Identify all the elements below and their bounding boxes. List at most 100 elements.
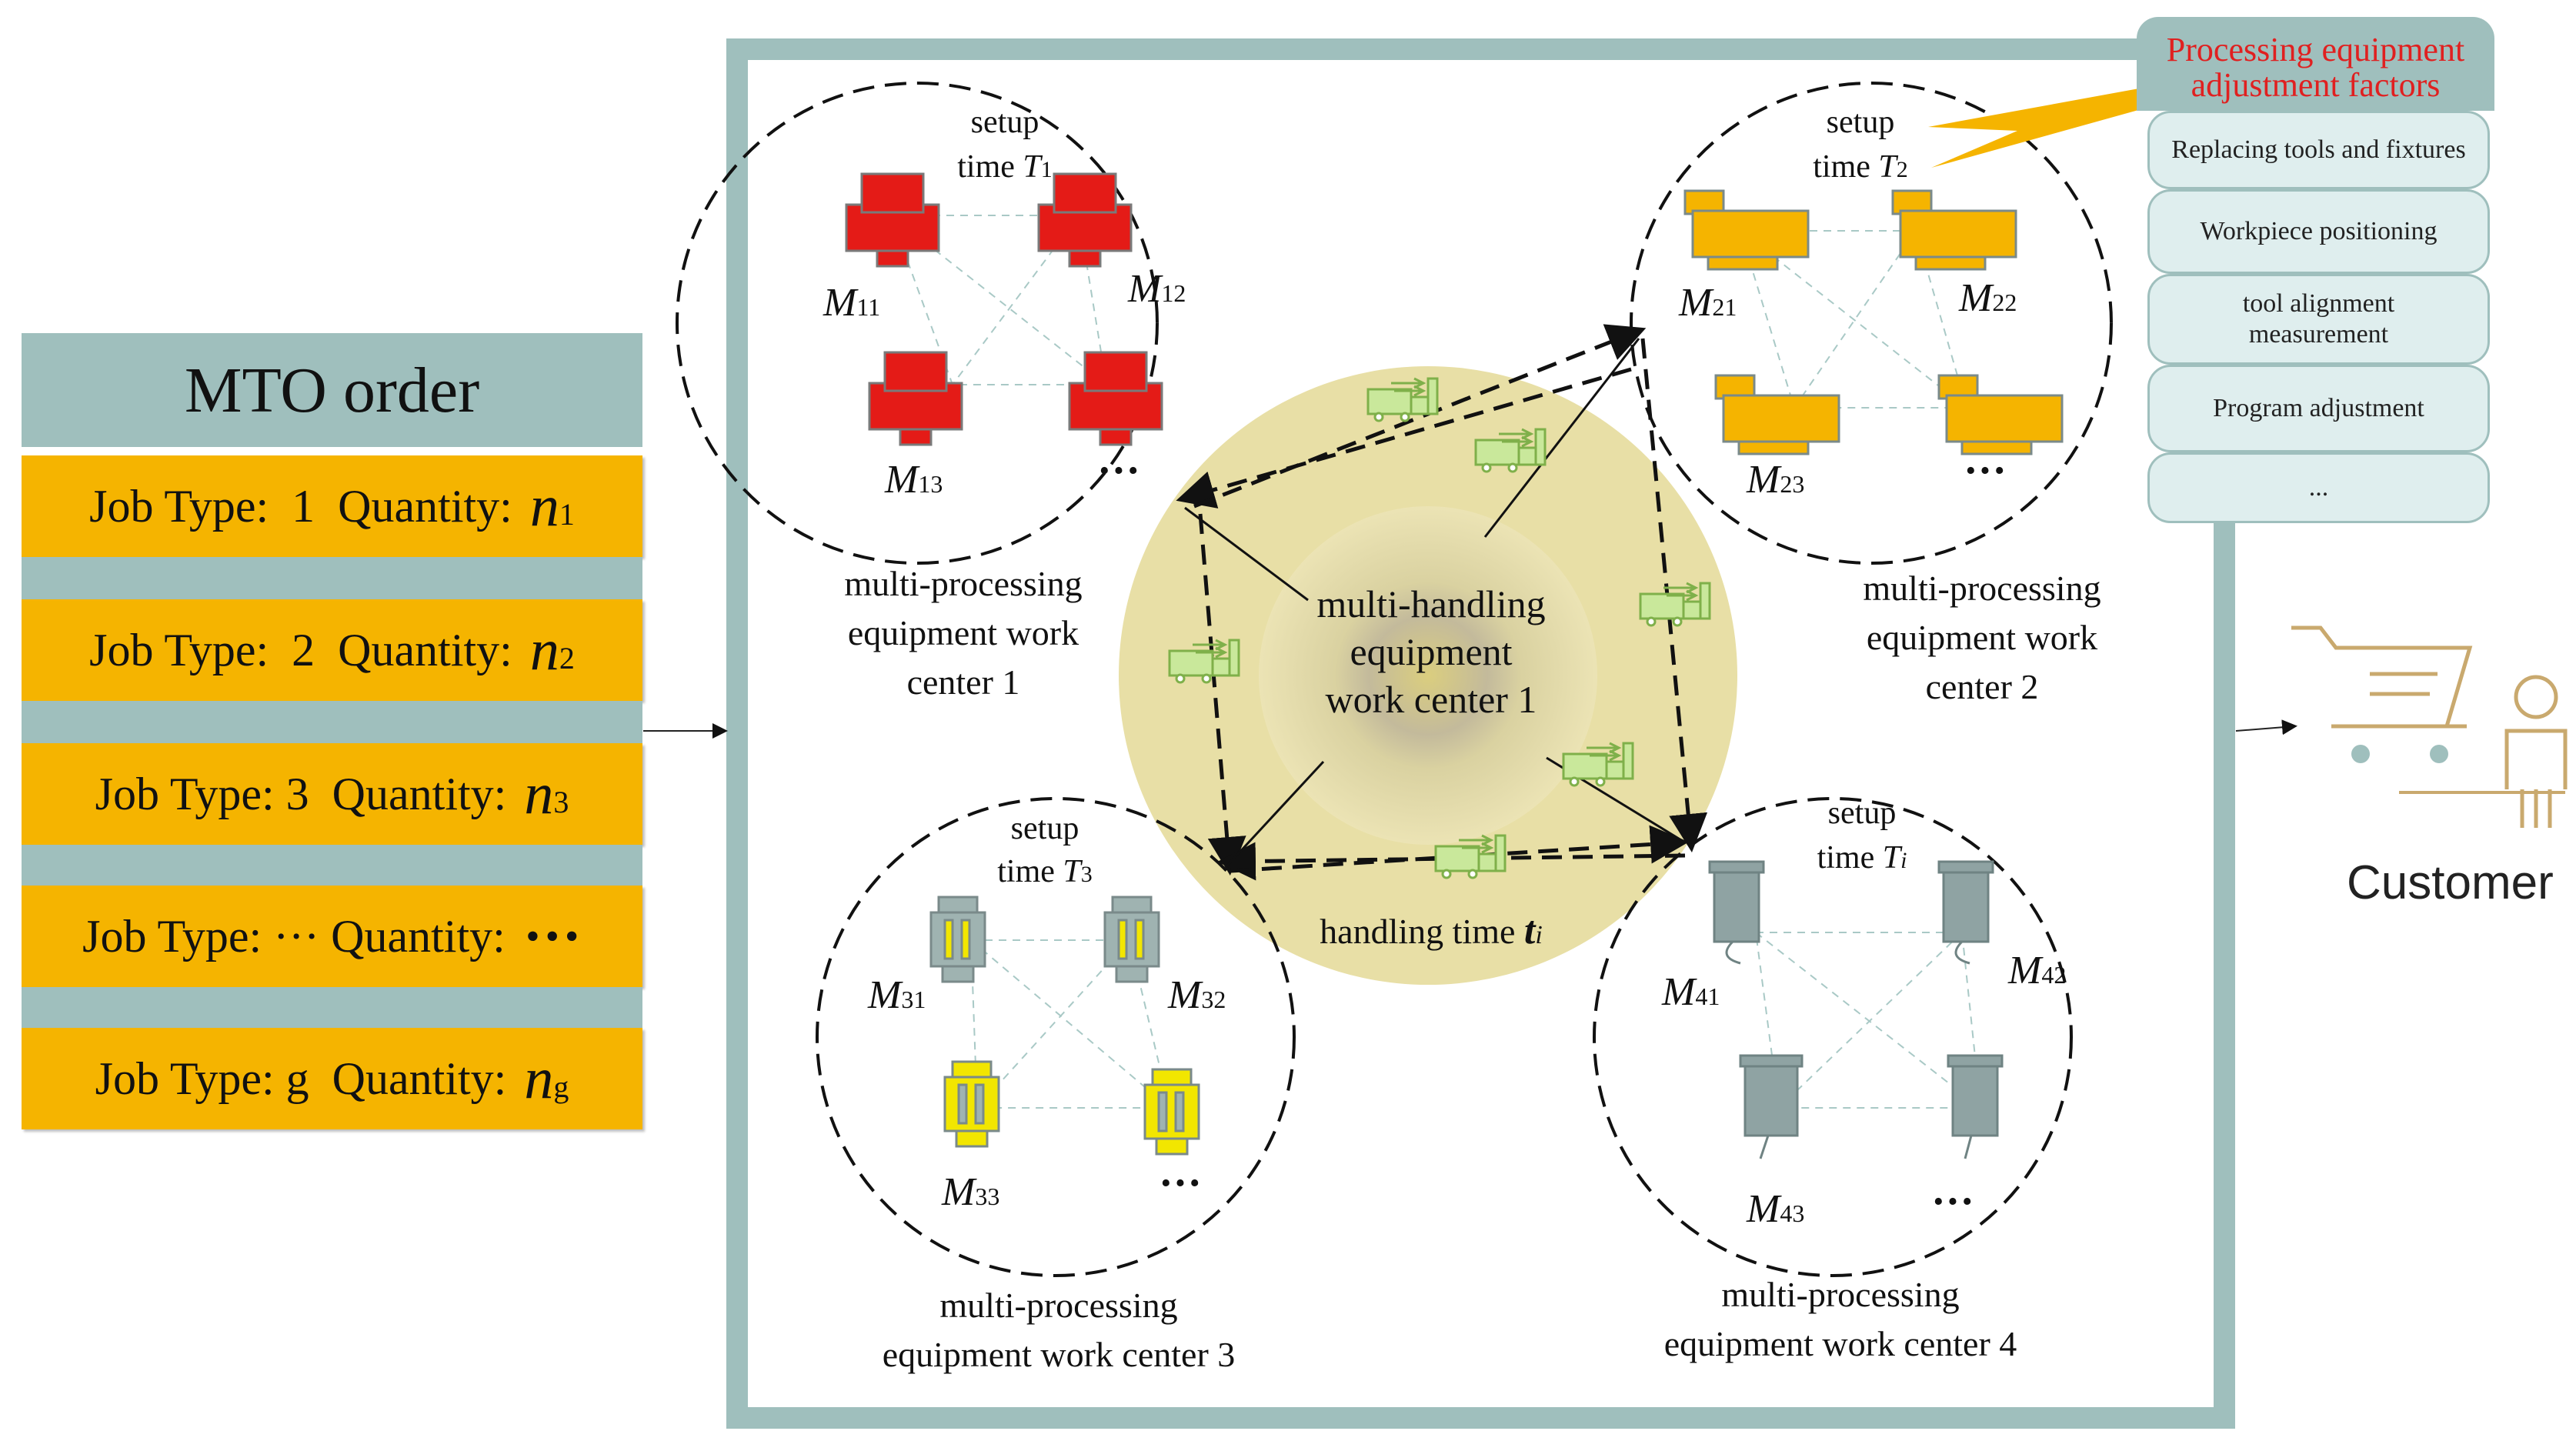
machine-label-M21: M21 — [1678, 281, 1737, 325]
wc4-T: T — [1883, 840, 1903, 876]
wc3-more-machines: ··· — [1159, 1159, 1202, 1207]
machine-gray-icon — [929, 896, 986, 983]
order-row-2-text: Job Type: 2 Quantity: — [89, 624, 524, 675]
order-gap — [22, 987, 642, 1029]
m33-M: M — [941, 1170, 977, 1214]
machine-label-M22: M22 — [1958, 276, 2017, 320]
m31-M: M — [867, 973, 903, 1017]
m21-M: M — [1678, 281, 1714, 325]
wc2-T-sub: 2 — [1897, 157, 1908, 182]
m32-M: M — [1167, 973, 1203, 1017]
machine-orange-icon — [1891, 189, 2017, 271]
handling-arrow-2-to-1 — [1176, 367, 1632, 509]
handling-link-2 — [1483, 338, 1640, 538]
wc2-setup-time: time T2 — [1813, 149, 1908, 185]
wc3-time-word: time — [997, 854, 1063, 889]
machine-red-icon — [1037, 172, 1133, 268]
m41-sub: 41 — [1695, 982, 1720, 1010]
order-row-4: Job Type: ··· Quantity: ··· — [22, 886, 642, 987]
order-gap — [22, 701, 642, 743]
cart-wheel-icon — [2430, 745, 2448, 763]
machine-gray-icon — [1708, 860, 1765, 965]
order-row-2-n: n — [529, 617, 559, 682]
m33-sub: 33 — [975, 1182, 999, 1210]
factor-callout-spike — [1928, 88, 2147, 168]
order-row-5-n: n — [524, 1046, 554, 1111]
m12-sub: 12 — [1161, 279, 1186, 307]
handling-time-sub: i — [1535, 921, 1542, 949]
order-row-2-sub: 2 — [559, 640, 575, 675]
work-center-4-boundary — [1593, 797, 2073, 1277]
wc1-T: T — [1023, 149, 1043, 185]
wc3-setup: setup — [1011, 811, 1079, 846]
machine-gray-icon — [1739, 1054, 1804, 1159]
wc4-label-line-2: equipment work center 4 — [1664, 1324, 2017, 1363]
wc3-setup-time: time T3 — [997, 854, 1093, 889]
m41-M: M — [1661, 970, 1697, 1014]
machine-gray-icon — [1937, 860, 1994, 965]
wc4-setup: setup — [1828, 796, 1897, 831]
m22-M: M — [1958, 276, 1994, 320]
handling-label-line-1: multi-handling — [1316, 582, 1545, 625]
wc1-setup: setup — [971, 105, 1039, 140]
machine-gray-icon — [1103, 896, 1160, 983]
m42-sub: 42 — [2041, 961, 2066, 989]
adjustment-factors-title: Processing equipment adjustment factors — [2137, 17, 2494, 111]
wc4-T-sub: i — [1900, 848, 1907, 873]
machine-label-M42: M42 — [2007, 949, 2066, 992]
wc4-setup-time: time Ti — [1817, 840, 1907, 876]
handling-core — [1259, 506, 1597, 845]
wc2-label-line-3: center 2 — [1926, 667, 2039, 706]
wc2-time-word: time — [1813, 149, 1878, 185]
m21-sub: 21 — [1712, 293, 1737, 321]
machine-yellow-icon — [943, 1060, 1000, 1148]
wc1-setup-time: time T1 — [957, 149, 1053, 185]
m11-M: M — [823, 281, 859, 325]
machine-label-M13: M13 — [884, 458, 943, 502]
machine-orange-icon — [1714, 374, 1840, 455]
m22-sub: 22 — [1992, 289, 2017, 316]
m23-M: M — [1746, 458, 1782, 502]
factor-item: Replacing tools and fixtures — [2147, 111, 2490, 189]
m11-sub: 11 — [856, 293, 880, 321]
wc2-label-line-2: equipment work — [1867, 618, 2097, 657]
wc3-T-sub: 3 — [1081, 862, 1093, 887]
cart-wheel-icon — [2351, 745, 2370, 763]
order-row-5-sub: g — [553, 1069, 569, 1104]
factor-item: ... — [2147, 452, 2490, 523]
m13-M: M — [884, 458, 920, 502]
wc2-more-machines: ··· — [1964, 447, 2007, 495]
machine-red-icon — [1068, 351, 1163, 446]
handling-time-sym: t — [1524, 909, 1537, 952]
m43-M: M — [1746, 1187, 1782, 1231]
machine-label-M41: M41 — [1661, 970, 1720, 1014]
machine-orange-icon — [1937, 374, 2064, 455]
machine-yellow-group — [929, 896, 1200, 1156]
wc2-setup: setup — [1827, 105, 1895, 140]
machine-yellow-icon — [1143, 1068, 1200, 1156]
order-row-1-text: Job Type: 1 Quantity: — [89, 480, 524, 532]
handling-time-text: handling time — [1320, 912, 1524, 951]
wc4-label-line-1: multi-processing — [1721, 1275, 1959, 1314]
handling-link-1 — [1184, 506, 1309, 602]
mto-order-title: MTO order — [22, 333, 642, 447]
handling-arrow-2-to-4 — [1640, 338, 1708, 852]
m31-sub: 31 — [901, 986, 926, 1013]
machine-orange-icon — [1683, 189, 1810, 271]
handling-time-label: handling time ti — [1320, 909, 1543, 952]
wc2-T: T — [1878, 149, 1898, 185]
machine-red-group — [845, 172, 1163, 446]
output-to-customer-arrow — [2235, 719, 2297, 736]
machine-label-M33: M33 — [941, 1170, 999, 1214]
machine-label-M23: M23 — [1746, 458, 1804, 502]
work-center-2-boundary — [1630, 82, 2113, 565]
m13-sub: 13 — [918, 470, 943, 498]
wc3-label-line-2: equipment work center 3 — [883, 1335, 1236, 1374]
shopping-cart-icon — [2291, 625, 2473, 729]
order-row-3-sub: 3 — [553, 784, 569, 819]
